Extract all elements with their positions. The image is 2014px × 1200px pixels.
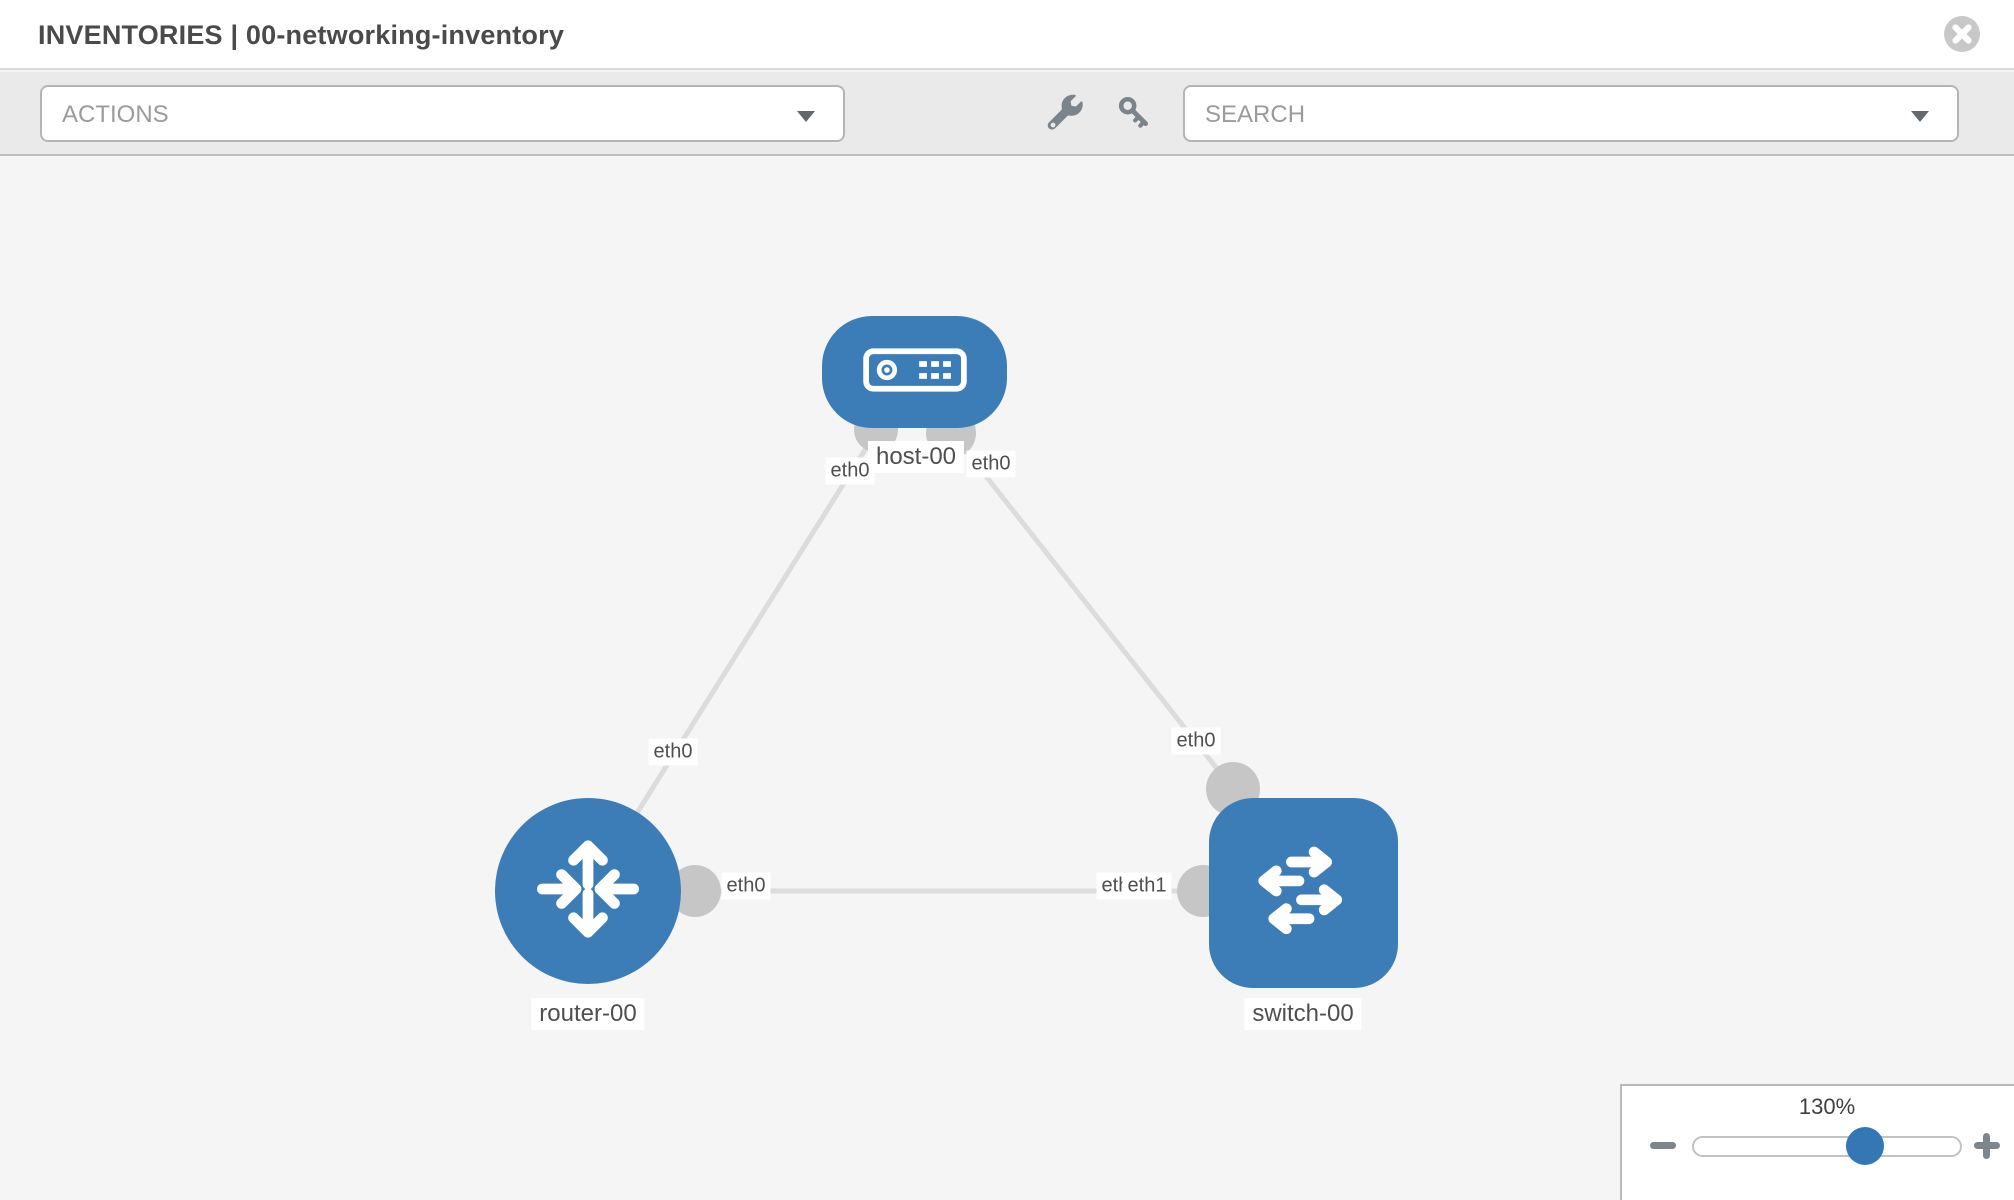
chevron-down-icon — [797, 111, 815, 122]
topology-canvas[interactable]: host-00 router-00 switch-00 eth0 eth0 et… — [0, 158, 2014, 1200]
iface-label-mid-switch-eth1: eth1 — [1122, 872, 1172, 900]
key-icon — [1115, 96, 1155, 136]
router-icon — [528, 829, 648, 954]
iface-label-switch-link-eth0: eth0 — [1171, 727, 1221, 755]
search-dropdown-label: SEARCH — [1205, 101, 1306, 128]
zoom-slider-knob[interactable] — [1846, 1127, 1884, 1165]
search-dropdown[interactable]: SEARCH — [1183, 85, 1959, 142]
zoom-out-button[interactable] — [1649, 1132, 1677, 1160]
zoom-in-button[interactable] — [1973, 1132, 2001, 1160]
iface-label-host-eth0-left: eth0 — [825, 457, 875, 485]
minus-icon — [1650, 1142, 1676, 1149]
page-title: INVENTORIES | 00-networking-inventory — [38, 20, 565, 50]
wrench-icon — [1046, 94, 1084, 135]
node-label-host: host-00 — [867, 441, 965, 473]
topology-links-layer — [585, 408, 1260, 917]
actions-dropdown-label: ACTIONS — [62, 101, 169, 128]
zoom-control-panel: 130% — [1620, 1084, 2014, 1200]
toolbar: ACTIONS — [0, 72, 2014, 156]
iface-label-router-link-eth0: eth0 — [648, 738, 698, 766]
close-button[interactable] — [1943, 15, 1981, 53]
close-icon — [1943, 16, 1981, 56]
host-icon — [862, 347, 967, 397]
zoom-level-value: 130% — [1798, 1094, 1856, 1119]
plus-icon — [1983, 1133, 1990, 1159]
node-switch-00[interactable] — [1209, 798, 1398, 988]
key-button[interactable] — [1109, 88, 1161, 140]
node-router-00[interactable] — [495, 798, 681, 984]
switch-icon — [1241, 828, 1367, 959]
zoom-slider[interactable] — [1692, 1127, 1962, 1165]
iface-label-host-eth0-right: eth0 — [966, 450, 1016, 478]
header: INVENTORIES | 00-networking-inventory — [0, 0, 2014, 70]
iface-label-mid-router-eth0: eth0 — [721, 872, 771, 900]
node-label-switch: switch-00 — [1244, 998, 1362, 1030]
chevron-down-icon — [1911, 111, 1929, 122]
node-label-router: router-00 — [531, 998, 645, 1030]
actions-dropdown[interactable]: ACTIONS — [40, 85, 845, 142]
interface-connector-router-eth0[interactable] — [669, 865, 721, 917]
configure-button[interactable] — [1039, 88, 1091, 140]
node-host-00[interactable] — [822, 316, 1007, 428]
